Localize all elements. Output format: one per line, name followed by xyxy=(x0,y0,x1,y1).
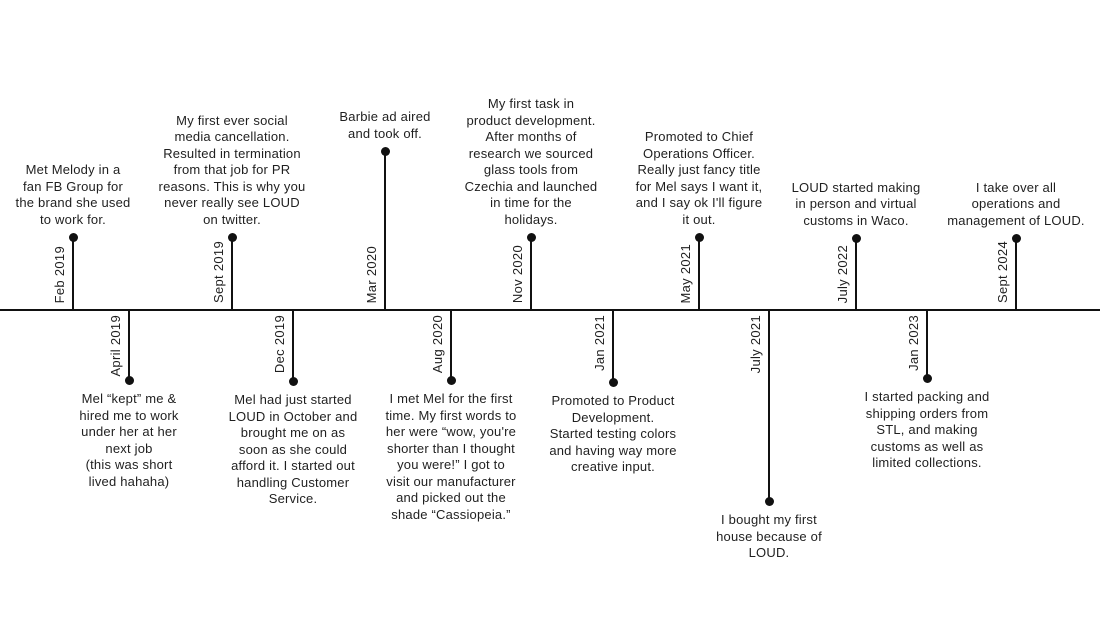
event-date: April 2019 xyxy=(108,315,123,377)
event-text: I take over all operations and managemen… xyxy=(947,179,1085,228)
event-date: July 2021 xyxy=(748,315,763,374)
timeline-axis xyxy=(0,309,1100,311)
event-dot xyxy=(694,232,704,242)
event-date: Jan 2023 xyxy=(906,315,921,371)
event-dot xyxy=(288,376,298,386)
event-text: I started packing and shipping orders fr… xyxy=(864,389,990,470)
event-stem xyxy=(530,237,532,309)
event-dot xyxy=(227,232,237,242)
event-date: Jan 2021 xyxy=(592,315,607,371)
event-stem xyxy=(855,238,857,309)
event-text: Met Melody in a fan FB Group for the bra… xyxy=(15,162,131,227)
event-stem xyxy=(926,311,928,378)
event-date: Nov 2020 xyxy=(510,244,525,303)
event-stem xyxy=(384,151,386,309)
event-dot xyxy=(526,232,536,242)
event-text: Promoted to Product Development. Started… xyxy=(549,393,677,474)
event-text: Mel “kept” me & hired me to work under h… xyxy=(79,391,179,489)
event-stem xyxy=(768,311,770,501)
event-dot xyxy=(68,232,78,242)
event-text: My first ever social media cancellation.… xyxy=(158,112,306,227)
event-dot xyxy=(124,375,134,385)
event-stem xyxy=(612,311,614,382)
event-date: Sept 2024 xyxy=(995,241,1010,303)
event-text: I met Mel for the first time. My first w… xyxy=(385,391,517,522)
event-text: I bought my first house because of LOUD. xyxy=(716,512,822,560)
event-text: Promoted to Chief Operations Officer. Re… xyxy=(635,129,763,227)
event-text: LOUD started making in person and virtua… xyxy=(791,179,921,228)
event-date: Feb 2019 xyxy=(52,245,67,303)
event-dot xyxy=(608,377,618,387)
event-text: Barbie ad aired and took off. xyxy=(339,109,431,141)
event-dot xyxy=(922,373,932,383)
event-date: Aug 2020 xyxy=(430,315,445,374)
event-text: My first task in product development. Af… xyxy=(464,96,598,227)
event-dot xyxy=(851,233,861,243)
event-dot xyxy=(380,146,390,156)
event-stem xyxy=(292,311,294,381)
event-date: July 2022 xyxy=(835,244,850,303)
event-date: Dec 2019 xyxy=(272,315,287,374)
event-stem xyxy=(231,237,233,309)
event-dot xyxy=(446,375,456,385)
event-date: May 2021 xyxy=(678,243,693,304)
event-stem xyxy=(72,237,74,309)
event-date: Mar 2020 xyxy=(364,245,379,303)
event-text: Mel had just started LOUD in October and… xyxy=(228,392,358,506)
event-stem xyxy=(450,311,452,380)
event-stem xyxy=(1015,238,1017,309)
event-stem xyxy=(698,237,700,309)
event-dot xyxy=(764,496,774,506)
event-dot xyxy=(1011,233,1021,243)
event-date: Sept 2019 xyxy=(211,241,226,303)
event-stem xyxy=(128,311,130,380)
